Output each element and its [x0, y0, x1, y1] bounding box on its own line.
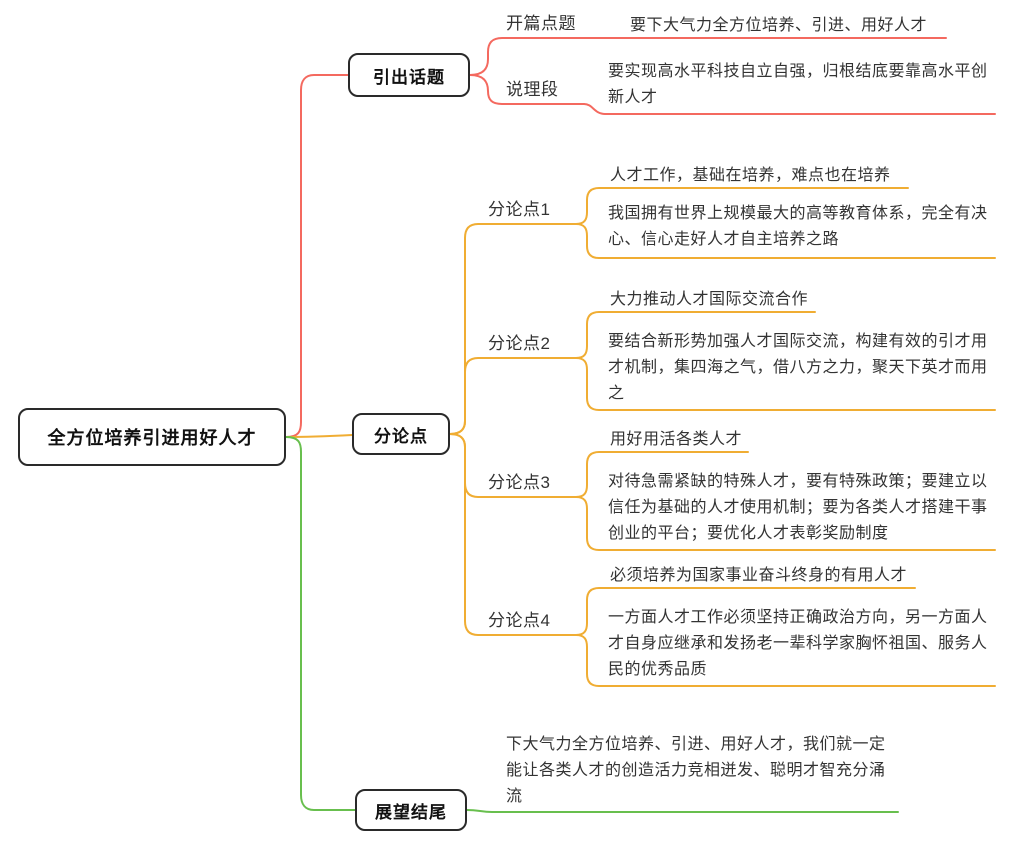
p4-to-title-line	[575, 587, 916, 636]
p3-to-title-line	[575, 451, 749, 498]
reasoning-text[interactable]: 要实现高水平科技自立自强，归根结底要靠高水平创新人才	[608, 63, 988, 106]
subpoint-1-title[interactable]: 人才工作，基础在培养，难点也在培养	[610, 167, 891, 184]
subpoint-4-title[interactable]: 必须培养为国家事业奋斗终身的有用人才	[610, 567, 908, 584]
points-branch-lines	[285, 187, 996, 687]
root-to-ending-line	[285, 436, 356, 811]
intro-to-reasoning-line	[469, 74, 585, 105]
p1-to-detail-line	[575, 223, 996, 259]
reasoning-to-text-line	[583, 103, 996, 115]
opening-point-text[interactable]: 要下大气力全方位培养、引进、用好人才	[630, 17, 928, 34]
p2-to-detail-line	[575, 357, 996, 411]
reasoning-label[interactable]: 说理段	[506, 80, 559, 99]
subpoint-3-title[interactable]: 用好用活各类人才	[610, 431, 743, 448]
branch-ending[interactable]: 展望结尾	[355, 789, 467, 831]
ending-text[interactable]: 下大气力全方位培养、引进、用好人才，我们就一定能让各类人才的创造活力竞相迸发、聪…	[506, 736, 886, 805]
p3-to-detail-line	[575, 496, 996, 551]
subpoint-4-label[interactable]: 分论点4	[488, 611, 551, 630]
ending-branch-lines	[285, 436, 899, 813]
subpoint-1-detail[interactable]: 我国拥有世界上规模最大的高等教育体系，完全有决心、信心走好人才自主培养之路	[608, 205, 988, 248]
p4-to-detail-line	[575, 634, 996, 687]
p2-to-title-line	[575, 311, 816, 359]
opening-point-label[interactable]: 开篇点题	[506, 14, 576, 33]
root-to-intro-line	[285, 74, 349, 438]
subpoint-3-detail[interactable]: 对待急需紧缺的特殊人才，要有特殊政策；要建立以信任为基础的人才使用机制；要为各类…	[608, 473, 988, 542]
subpoint-1-label[interactable]: 分论点1	[488, 200, 551, 219]
branch-intro[interactable]: 引出话题	[348, 53, 470, 97]
intro-to-opening-line	[469, 37, 947, 76]
subpoint-2-title[interactable]: 大力推动人才国际交流合作	[610, 291, 809, 308]
points-to-p4-line	[449, 433, 577, 636]
points-to-p2-line	[449, 357, 577, 435]
p1-to-title-line	[575, 187, 909, 225]
subpoint-2-label[interactable]: 分论点2	[488, 334, 551, 353]
subpoint-4-detail[interactable]: 一方面人才工作必须坚持正确政治方向，另一方面人才自身应继承和发扬老一辈科学家胸怀…	[608, 609, 988, 678]
branch-points[interactable]: 分论点	[352, 413, 450, 455]
root-topic[interactable]: 全方位培养引进用好人才	[18, 408, 286, 466]
subpoint-2-detail[interactable]: 要结合新形势加强人才国际交流，构建有效的引才用才机制，集四海之气，借八方之力，聚…	[608, 333, 988, 402]
points-to-p1-line	[449, 223, 577, 435]
ending-to-text-line	[466, 809, 899, 813]
intro-branch-lines	[285, 37, 996, 438]
subpoint-3-label[interactable]: 分论点3	[488, 473, 551, 492]
